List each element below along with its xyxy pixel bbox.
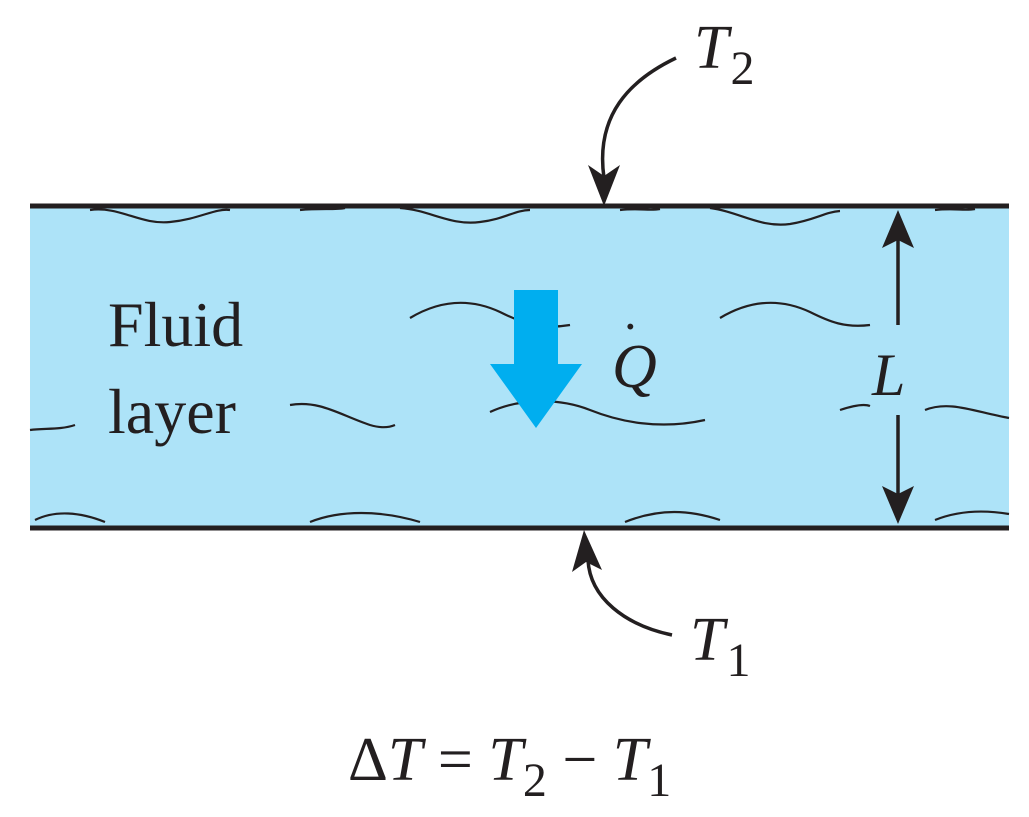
equation-sub1: 1 — [647, 754, 671, 807]
heat-flow-arrow — [490, 290, 582, 428]
equation-minus: − — [547, 726, 613, 794]
thickness-dimension — [882, 210, 914, 524]
bottom-temperature-pointer — [586, 559, 673, 637]
fluid-label-line2: layer — [108, 376, 236, 447]
top-temperature-symbol: T — [694, 14, 733, 82]
heat-rate-symbol: Q — [612, 333, 657, 401]
bottom-temperature-label: T1 — [690, 606, 750, 687]
bottom-temperature-symbol: T — [690, 606, 729, 674]
equation-T1: T — [613, 726, 652, 794]
fluid-label-line1: Fluid — [108, 289, 243, 360]
equation-sub2: 2 — [523, 754, 547, 807]
temperature-difference-equation: ΔT = T2 − T1 — [348, 726, 671, 807]
top-temperature-label: T2 — [694, 14, 754, 95]
top-temperature-subscript: 2 — [730, 42, 754, 95]
top-temperature-pointer-head — [588, 165, 620, 206]
equation-equals: = — [422, 726, 488, 794]
thickness-label: L — [871, 342, 905, 408]
equation-T: T — [388, 726, 427, 794]
bottom-temperature-pointer-head — [572, 530, 602, 572]
fluid-wave-lines — [29, 206, 1010, 524]
top-temperature-pointer — [600, 56, 677, 179]
heat-rate-dot: · — [622, 298, 639, 354]
equation-T2: T — [488, 726, 527, 794]
bottom-temperature-subscript: 1 — [726, 634, 750, 687]
equation-delta: Δ — [348, 726, 388, 794]
